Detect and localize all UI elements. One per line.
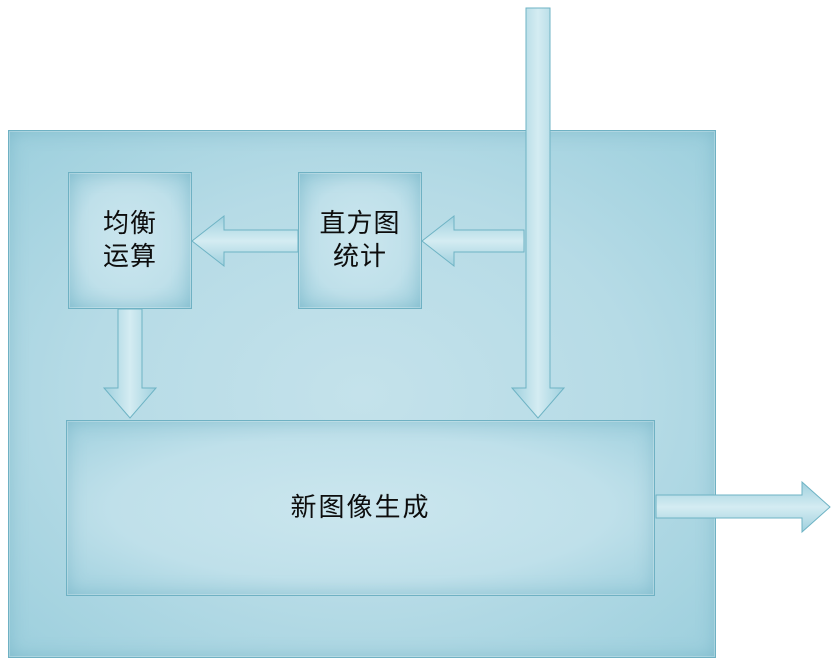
- histogram-statistics-label: 直方图 统计: [319, 209, 401, 272]
- equalize-operation-label: 均衡 运算: [102, 209, 157, 272]
- histogram-statistics-box: 直方图 统计: [298, 172, 422, 309]
- new-image-generation-box: 新图像生成: [66, 420, 655, 596]
- equalize-operation-box: 均衡 运算: [68, 172, 192, 309]
- new-image-generation-label: 新图像生成: [290, 492, 431, 523]
